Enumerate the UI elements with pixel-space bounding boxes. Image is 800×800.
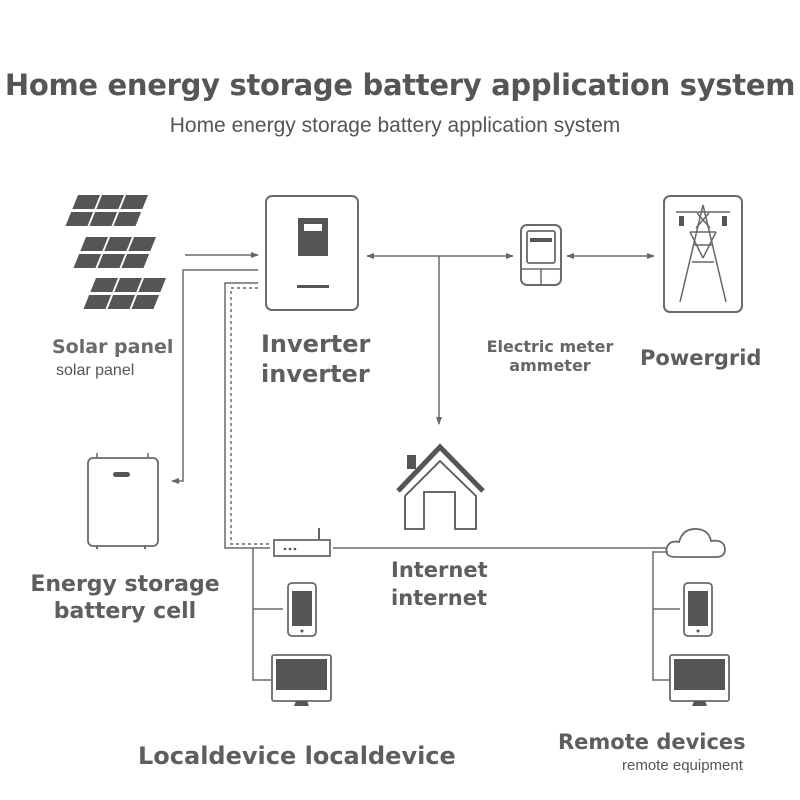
battery-label: Energy storage (30, 572, 220, 597)
local-device-branch-line (252, 548, 271, 681)
internet-sublabel: internet (391, 586, 488, 610)
internet-label: Internet (391, 558, 488, 582)
page-title: Home energy storage battery application … (4, 68, 796, 102)
smartphone-icon (287, 582, 317, 637)
local-devices-label: Localdevice localdevice (138, 742, 456, 770)
inverter-comm-line (224, 282, 270, 549)
electric-meter-sublabel: ammeter (509, 356, 591, 375)
remote-devices-label: Remote devices (558, 730, 746, 754)
battery-cabinet-icon (87, 453, 159, 549)
solar-panel-label: Solar panel (52, 336, 174, 358)
monitor-icon (271, 654, 332, 706)
solar-panel-sublabel: solar panel (56, 362, 135, 379)
inverter-sublabel: inverter (261, 360, 370, 388)
inverter-comm-dotted-line (230, 287, 270, 545)
page-subtitle: Home energy storage battery application … (169, 114, 621, 137)
electric-meter-icon (520, 224, 562, 286)
powergrid-label: Powergrid (640, 346, 762, 370)
inverter-label: Inverter (261, 330, 371, 358)
battery-sublabel: battery cell (53, 599, 197, 624)
remote-devices-sublabel: remote equipment (622, 757, 743, 774)
cloud-icon (665, 528, 726, 558)
solar-panel-icon (65, 195, 166, 309)
electric-meter-label: Electric meter (486, 337, 614, 356)
inverter-icon (265, 195, 359, 311)
smartphone-icon (683, 582, 713, 637)
router-icon (273, 528, 331, 557)
house-icon (396, 443, 485, 530)
monitor-icon (669, 654, 730, 706)
remote-device-branch-line (652, 551, 670, 681)
transmission-tower-icon (663, 195, 743, 313)
inverter-to-battery-line (171, 269, 258, 484)
